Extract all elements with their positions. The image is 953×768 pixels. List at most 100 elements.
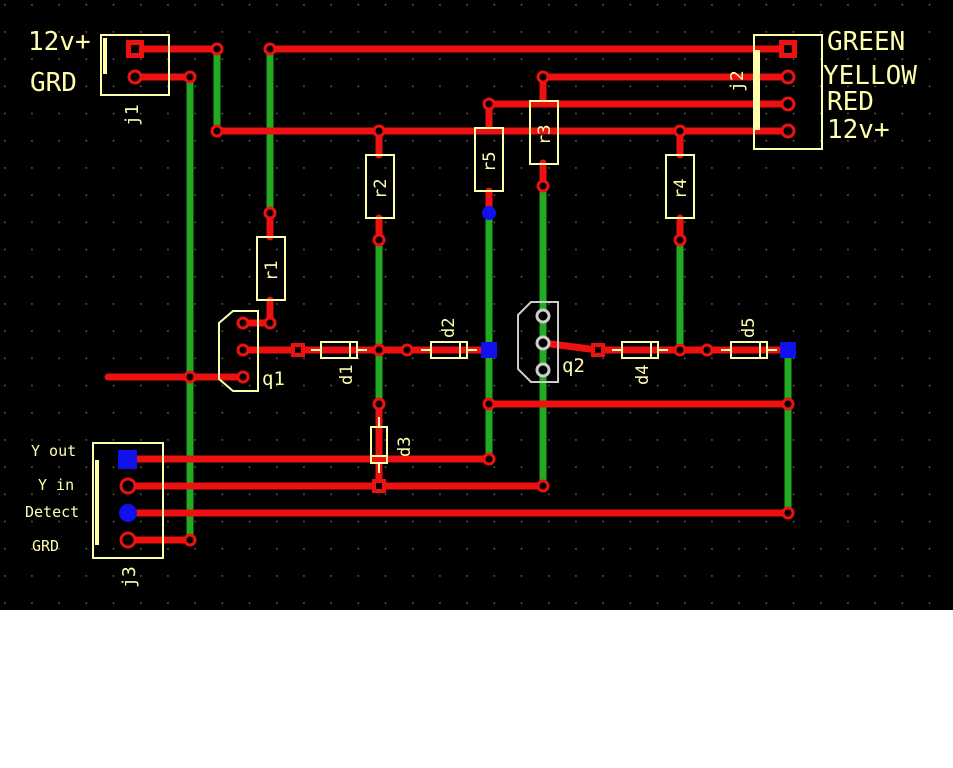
grid-dot <box>738 330 740 332</box>
grid-dot <box>629 384 632 387</box>
grid-dot <box>167 412 169 414</box>
grid-dot <box>548 303 550 305</box>
grid-dot <box>140 384 142 387</box>
grid-dot <box>384 602 387 604</box>
grid-dot <box>928 4 931 6</box>
grid-dot <box>738 276 740 278</box>
grid-dot <box>112 276 115 278</box>
grid-dot <box>765 167 768 169</box>
grid-dot <box>602 520 604 523</box>
j2-pin-label-12v: 12v+ <box>827 115 890 145</box>
j1-label: j1 <box>122 104 143 126</box>
grid-dot <box>248 520 251 523</box>
grid-dot <box>629 412 632 414</box>
grid-dot <box>575 221 577 224</box>
grid-dot <box>684 330 686 332</box>
connector-j3-outline <box>92 442 164 559</box>
grid-dot <box>901 493 904 496</box>
grid-dot <box>357 248 360 251</box>
grid-dot <box>575 112 577 115</box>
grid-dot <box>248 439 251 441</box>
j3-pin-label-y-out: Y out <box>31 442 76 460</box>
transistor-q1-outline <box>218 310 259 392</box>
grid-dot <box>85 58 88 60</box>
grid-dot <box>194 384 196 387</box>
grid-dot <box>901 384 904 387</box>
grid-dot <box>901 221 904 224</box>
grid-dot <box>384 330 387 332</box>
grid-dot <box>820 58 822 60</box>
grid-dot <box>276 31 278 33</box>
grid-dot <box>548 167 550 169</box>
grid-dot <box>548 194 550 196</box>
grid-dot <box>656 602 659 604</box>
grid-dot <box>330 548 332 550</box>
grid-dot <box>575 520 577 523</box>
grid-dot <box>656 248 659 251</box>
grid-dot <box>520 575 523 577</box>
grid-dot <box>466 493 468 496</box>
grid-dot <box>901 520 904 523</box>
connector-j2-key <box>755 50 760 130</box>
grid-dot <box>656 167 659 169</box>
grid-dot <box>792 439 795 441</box>
grid-dot <box>439 466 441 468</box>
grid-dot <box>493 330 496 332</box>
grid-dot <box>140 140 142 142</box>
grid-dot <box>602 439 604 441</box>
grid-dot <box>140 167 142 169</box>
grid-dot <box>629 330 632 332</box>
grid-dot <box>384 548 387 550</box>
pad-round <box>673 124 687 138</box>
grid-dot <box>792 384 795 387</box>
pad-round <box>482 397 496 411</box>
grid-dot <box>493 276 496 278</box>
grid-dot <box>820 384 822 387</box>
grid-dot <box>656 303 659 305</box>
j1-pin-label-12v: 12v+ <box>28 27 91 57</box>
grid-dot <box>276 466 278 468</box>
grid-dot <box>248 303 251 305</box>
grid-dot <box>221 31 224 33</box>
grid-dot <box>58 194 60 196</box>
grid-dot <box>276 112 278 115</box>
grid-dot <box>4 330 6 332</box>
grid-dot <box>384 4 387 6</box>
grid-dot <box>248 167 251 169</box>
grid-dot <box>303 575 305 577</box>
grid-dot <box>466 276 468 278</box>
grid-dot <box>167 575 169 577</box>
grid-dot <box>140 357 142 360</box>
grid-dot <box>493 493 496 496</box>
pad-d5-blue <box>780 342 796 358</box>
via <box>183 370 197 384</box>
grid-dot <box>928 140 931 142</box>
grid-dot <box>548 248 550 251</box>
pad-round <box>536 179 550 193</box>
grid-dot <box>466 167 468 169</box>
grid-dot <box>656 466 659 468</box>
grid-dot <box>738 548 740 550</box>
pad-r5-blue <box>482 206 496 220</box>
grid-dot <box>167 493 169 496</box>
grid-dot <box>167 439 169 441</box>
grid-dot <box>167 167 169 169</box>
grid-dot <box>792 520 795 523</box>
j3-label: j3 <box>119 566 140 588</box>
grid-dot <box>738 112 740 115</box>
grid-dot <box>85 357 88 360</box>
grid-dot <box>384 221 387 224</box>
grid-dot <box>412 357 414 360</box>
grid-dot <box>276 439 278 441</box>
grid-dot <box>520 548 523 550</box>
grid-dot <box>493 4 496 6</box>
grid-dot <box>711 412 713 414</box>
grid-dot <box>140 575 142 577</box>
grid-dot <box>58 439 60 441</box>
grid-dot <box>357 167 360 169</box>
pad-round <box>119 531 137 549</box>
grid-dot <box>847 58 849 60</box>
grid-dot <box>221 548 224 550</box>
grid-dot <box>656 58 659 60</box>
